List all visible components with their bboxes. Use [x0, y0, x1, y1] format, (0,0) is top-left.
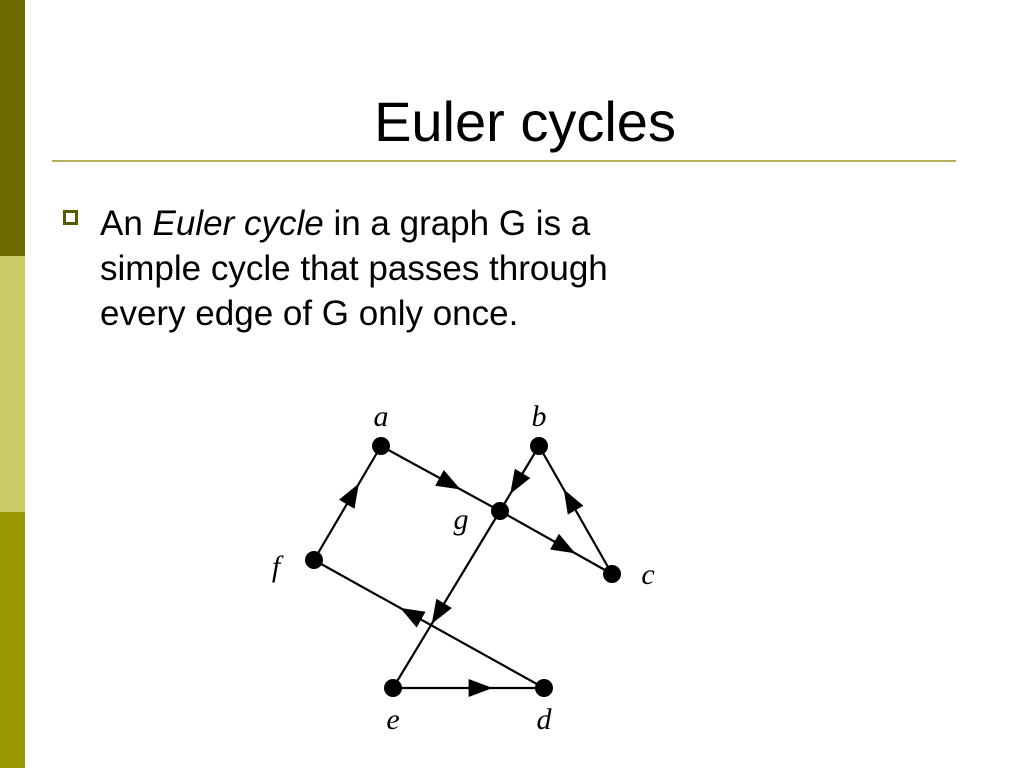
vertex-g	[491, 502, 509, 520]
edge-g-e	[392, 510, 501, 689]
bullet-square-icon	[63, 210, 78, 225]
vertex-d	[535, 679, 553, 697]
vertex-c	[603, 565, 621, 583]
bullet-line-1-post: in a graph G is a	[323, 204, 591, 243]
vertex-label-c: c	[641, 558, 654, 591]
vertex-label-g: g	[454, 503, 469, 536]
graph-vertices	[305, 437, 621, 697]
vertex-e	[384, 679, 402, 697]
edge-d-f	[313, 559, 545, 689]
arrowhead-icon	[468, 679, 493, 697]
arrowhead-icon	[550, 533, 576, 554]
arrowhead-icon	[435, 470, 461, 490]
vertex-b	[530, 437, 548, 455]
bullet-line-1-pre: An	[100, 204, 153, 243]
vertex-label-a: a	[374, 400, 389, 433]
vertex-a	[372, 437, 390, 455]
sidebar-segment-top	[0, 0, 25, 256]
graph-edges	[313, 445, 613, 690]
sidebar-segment-middle	[0, 256, 25, 512]
bullet-line-1: An Euler cycle in a graph G is a	[100, 201, 740, 246]
arrowhead-icon	[510, 468, 531, 494]
euler-cycle-term: Euler cycle	[152, 204, 324, 243]
arrowhead-icon	[563, 489, 584, 515]
vertex-label-e: e	[386, 703, 399, 736]
graph-arrows	[339, 468, 584, 697]
sidebar-segment-bottom	[0, 512, 25, 768]
bullet-text: An Euler cycle in a graph G is a simple …	[100, 201, 740, 336]
vertex-f	[305, 551, 323, 569]
title-divider	[52, 160, 956, 162]
arrowhead-icon	[400, 607, 426, 628]
bullet-line-3: every edge of G only once.	[100, 294, 519, 333]
bullet-line-2: simple cycle that passes through	[100, 249, 608, 288]
vertex-label-f: f	[272, 550, 284, 583]
graph-labels: a b c d e f g	[272, 400, 655, 736]
vertex-label-b: b	[532, 400, 547, 433]
sidebar-accent	[0, 0, 25, 768]
arrowhead-icon	[431, 598, 452, 624]
arrowhead-icon	[339, 483, 359, 509]
slide-title: Euler cycles	[374, 90, 676, 153]
vertex-label-d: d	[537, 703, 553, 736]
